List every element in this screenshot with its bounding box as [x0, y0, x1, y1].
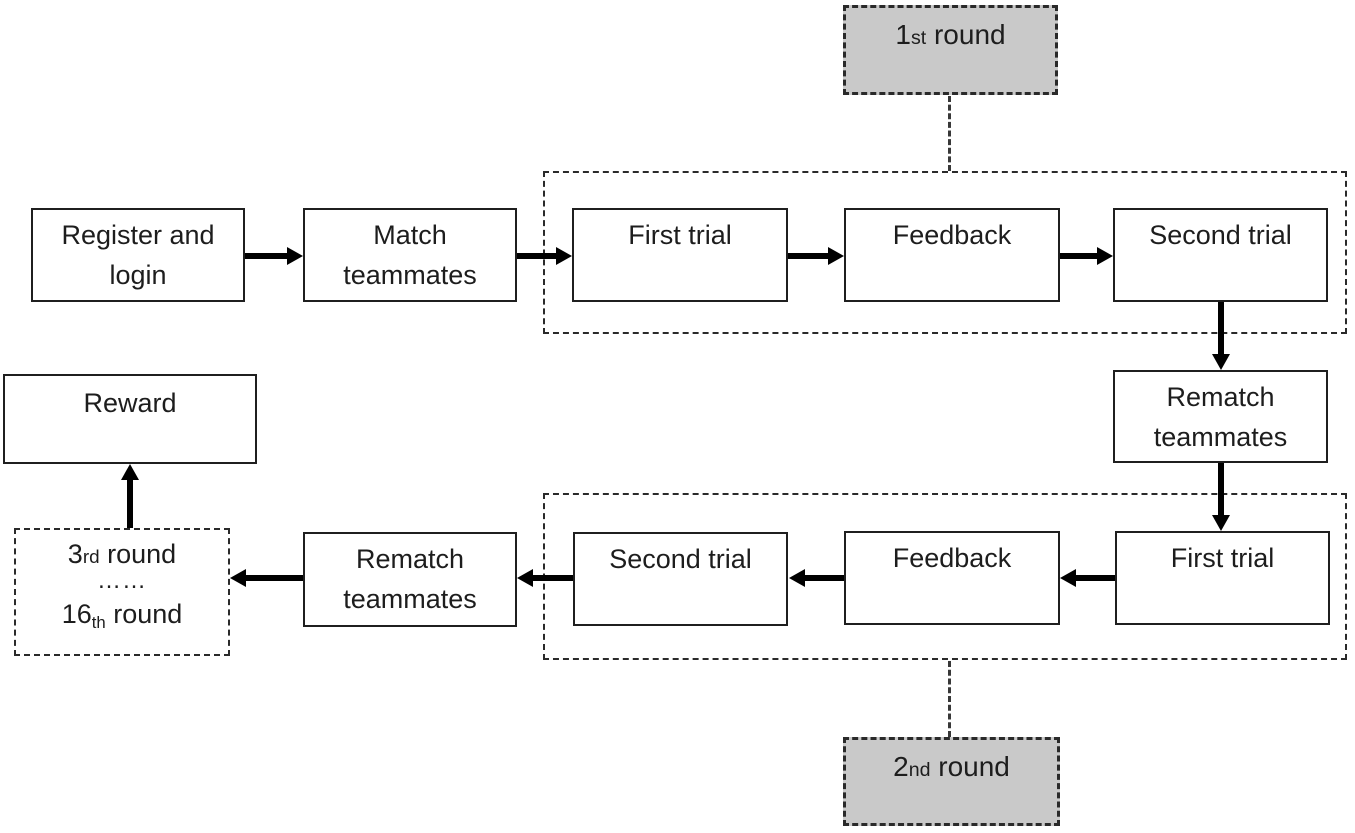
round2-tag-connector-line [948, 661, 951, 737]
round1-group-outline [543, 171, 1347, 334]
arrow-rematch-to-later-rounds [230, 569, 303, 587]
node-round2-feedback: Feedback [844, 531, 1060, 625]
round2-tag-label: 2nd round [893, 751, 1010, 782]
arrow-match-to-first-trial [517, 247, 572, 265]
node-round1-second-trial: Second trial [1113, 208, 1328, 302]
arrow-rematch-to-first-trial-r2 [1212, 463, 1230, 531]
node-label: Rematch [1166, 382, 1275, 412]
node-label: Reward [83, 388, 177, 418]
node-label: Feedback [892, 543, 1012, 573]
node-round2-second-trial: Second trial [573, 532, 788, 626]
round3-label: 3rd round [67, 539, 177, 569]
arrow-feedback-to-second-trial-r2 [789, 569, 844, 587]
node-label: Second trial [609, 544, 752, 574]
ellipsis-label: …… [97, 567, 147, 594]
node-label: Rematch [355, 544, 465, 574]
node-register-login: Register and login [31, 208, 245, 302]
node-round1-first-trial: First trial [572, 208, 788, 302]
node-rematch-teammates-bottom: Rematch teammates [303, 532, 517, 627]
node-later-rounds: 3rd round …… 16th round [14, 528, 230, 656]
round16-label: 16th round [61, 599, 183, 633]
node-label: Feedback [892, 220, 1012, 250]
round1-tag-connector-line [948, 96, 951, 171]
node-reward: Reward [3, 374, 257, 464]
arrow-first-trial-to-feedback-r2 [1060, 569, 1115, 587]
arrow-second-trial-to-rematch-bottom [517, 569, 573, 587]
node-label: Register and [61, 220, 215, 250]
arrow-second-trial-to-rematch [1212, 302, 1230, 370]
node-label: First trial [1170, 543, 1275, 573]
round1-tag-label: 1st round [895, 19, 1006, 50]
node-match-teammates: Match teammates [303, 208, 517, 302]
node-label: login [109, 260, 167, 290]
node-label: Second trial [1149, 220, 1292, 250]
arrow-later-rounds-to-reward [121, 464, 139, 528]
arrow-register-to-match [245, 247, 303, 265]
node-round2-first-trial: First trial [1115, 531, 1330, 625]
node-round1-feedback: Feedback [844, 208, 1060, 302]
arrow-feedback-to-second-trial-r1 [1060, 247, 1113, 265]
node-label: teammates [343, 260, 477, 290]
node-label: Match [373, 220, 447, 250]
round1-tag: 1st round [843, 5, 1058, 95]
node-label: First trial [628, 220, 732, 250]
arrow-first-trial-to-feedback-r1 [788, 247, 844, 265]
round2-tag: 2nd round [843, 737, 1060, 826]
node-label: teammates [1153, 422, 1288, 452]
node-label: teammates [343, 584, 477, 614]
node-rematch-teammates-mid: Rematch teammates [1113, 370, 1328, 463]
